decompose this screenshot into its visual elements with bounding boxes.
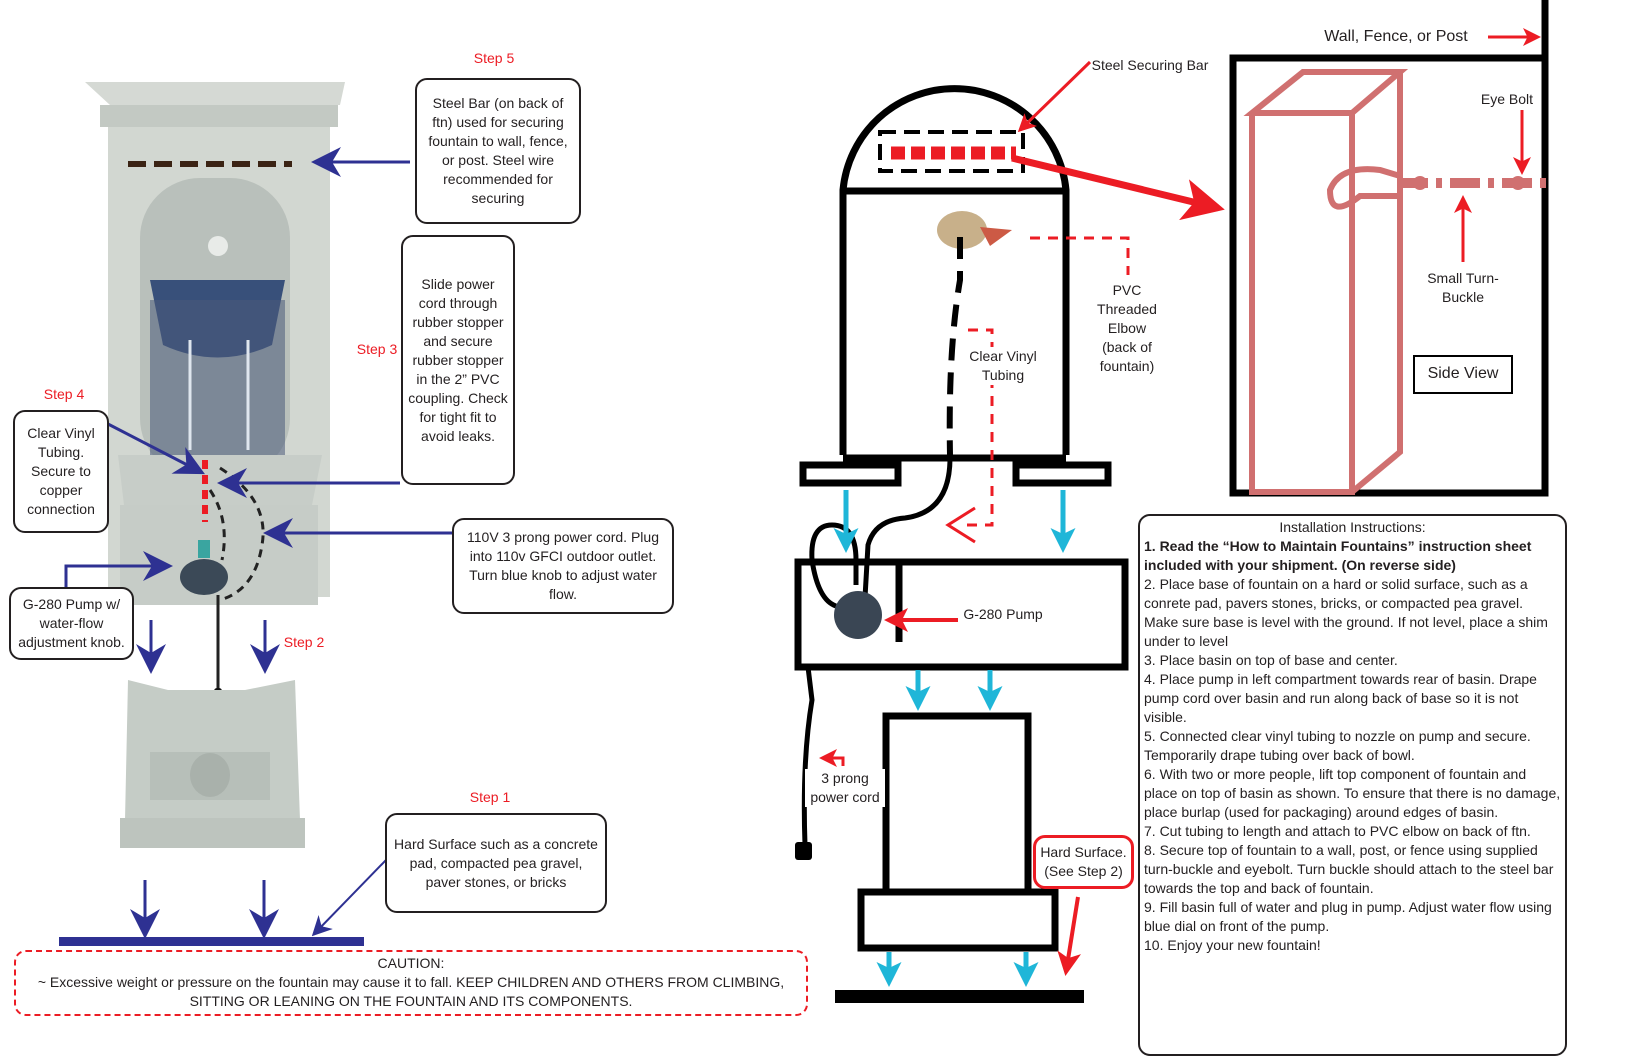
fountain-illustration (85, 82, 345, 848)
instruction-2: 2. Place base of fountain on a hard or s… (1144, 576, 1548, 649)
turnbuckle-label: Small Turn-Buckle (1427, 270, 1499, 305)
tubing-dashes (946, 237, 963, 456)
wall-label: Wall, Fence, or Post (1324, 28, 1468, 45)
ground-line (835, 990, 1084, 1003)
power-cord-callout: 110V 3 prong power cord. Plug into 110v … (452, 518, 674, 614)
instruction-3: 3. Place basin on top of base and center… (1144, 652, 1398, 668)
step4-label: Step 4 (43, 386, 85, 402)
step2-label: Step 2 (283, 634, 325, 650)
slide-cord-callout: Slide power cord through rubber stopper … (401, 235, 515, 485)
clear-vinyl-label: Clear Vinyl Tubing (963, 347, 1043, 385)
hard-surface-label: Hard Surface. (See Step 2) (1033, 835, 1134, 889)
hard-surface-callout: Hard Surface such as a concrete pad, com… (385, 813, 607, 913)
instructions-heading: Installation Instructions: (1279, 519, 1426, 535)
instruction-8: 8. Secure top of fountain to a wall, pos… (1144, 842, 1554, 896)
eye-bolt-label: Eye Bolt (1480, 91, 1534, 107)
caution-text: ~ Excessive weight or pressure on the fo… (37, 974, 785, 1009)
vinyl-tubing-callout: Clear Vinyl Tubing. Secure to copper con… (13, 410, 109, 533)
fountain-schematic (794, 85, 1129, 952)
steel-bar-outline (878, 130, 1025, 173)
ground-bar (59, 937, 364, 946)
instruction-4: 4. Place pump in left compartment toward… (1144, 671, 1537, 725)
pump-callout: G-280 Pump w/ water-flow adjustment knob… (9, 587, 134, 660)
instruction-6: 6. With two or more people, lift top com… (1144, 766, 1561, 820)
caution-box: CAUTION: ~ Excessive weight or pressure … (14, 950, 808, 1016)
steel-bar-callout: Steel Bar (on back of ftn) used for secu… (415, 78, 581, 224)
pump-image (834, 591, 882, 639)
side-view-label: Side View (1427, 365, 1499, 382)
step5-label: Step 5 (473, 50, 515, 66)
instruction-7: 7. Cut tubing to length and attach to PV… (1144, 823, 1531, 839)
instruction-5: 5. Connected clear vinyl tubing to nozzl… (1144, 728, 1531, 763)
pump-label: G-280 Pump (958, 605, 1048, 624)
instruction-9: 9. Fill basin full of water and plug in … (1144, 899, 1552, 934)
steel-securing-bar-label: Steel Securing Bar (1091, 57, 1209, 73)
three-prong-label: 3 prong power cord (805, 769, 885, 807)
side-view-panel (1229, 0, 1549, 497)
pvc-elbow-image (937, 211, 987, 249)
caution-title: CAUTION: (377, 955, 445, 971)
step3-label: Step 3 (356, 341, 398, 357)
installation-instructions: Installation Instructions: 1. Read the “… (1138, 514, 1567, 1056)
step1-label: Step 1 (469, 789, 511, 805)
instruction-10: 10. Enjoy your new fountain! (1144, 937, 1321, 953)
navy-arrows (64, 147, 452, 939)
pvc-elbow-label: PVC Threaded Elbow (back of fountain) (1097, 282, 1157, 374)
instruction-1: 1. Read the “How to Maintain Fountains” … (1144, 538, 1532, 573)
